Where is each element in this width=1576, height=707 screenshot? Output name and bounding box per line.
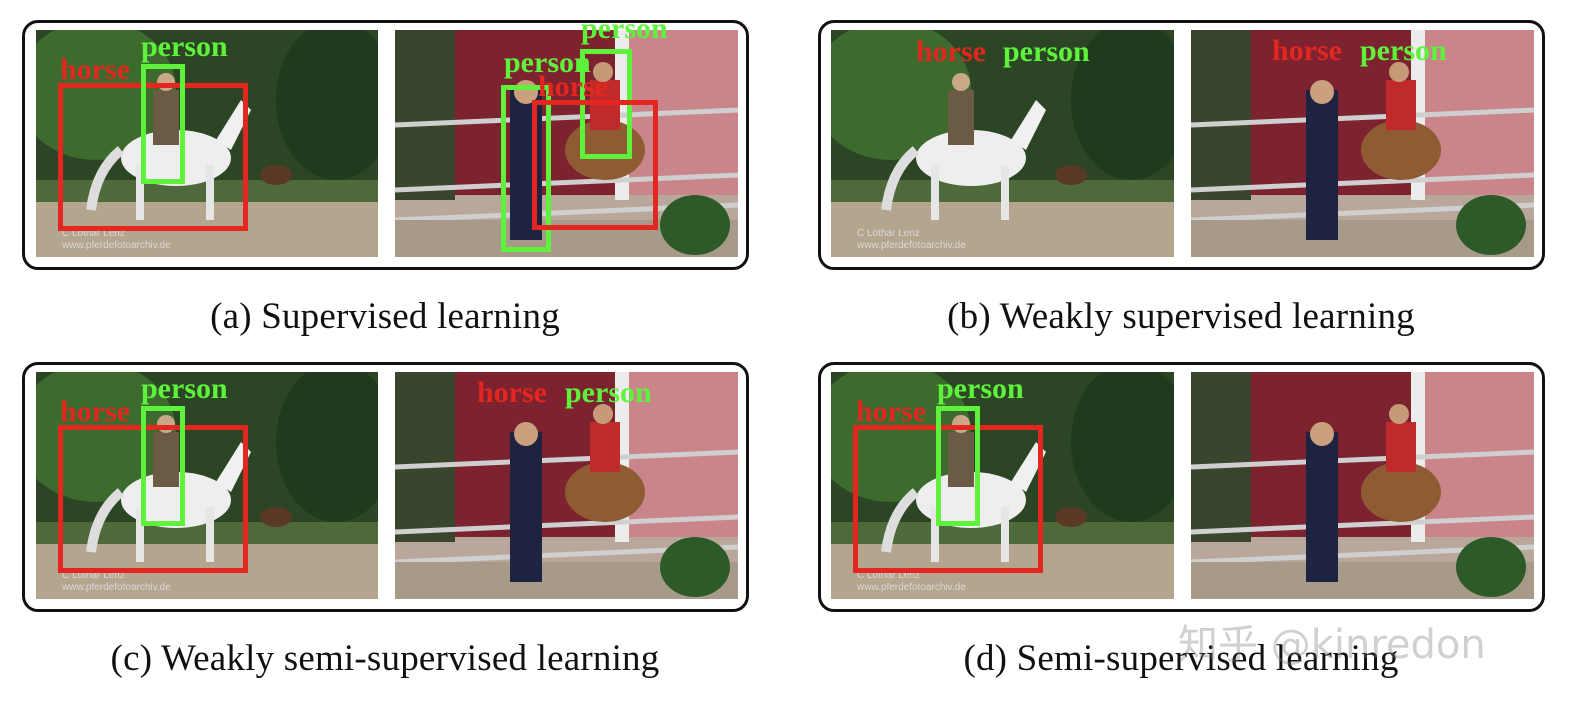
rider-horse-scene <box>831 30 1174 257</box>
horse-label: horse <box>1272 34 1342 67</box>
horse-label: horse <box>538 70 608 103</box>
horse-label: horse <box>477 376 547 409</box>
pony-barn-scene <box>395 30 738 257</box>
horse-label: horse <box>916 35 986 68</box>
rider-horse-scene <box>36 372 378 599</box>
person-label: person <box>581 12 668 45</box>
horse-bbox <box>532 100 658 230</box>
horse-bbox <box>58 83 248 231</box>
pony-barn-scene <box>1191 372 1534 599</box>
caption-d: (d) Semi-supervised learning <box>963 638 1399 679</box>
person-bbox <box>141 64 185 184</box>
person-label: person <box>141 30 228 63</box>
horse-label: horse <box>60 53 130 86</box>
person-label: person <box>1003 35 1090 68</box>
horse-bbox <box>853 425 1043 573</box>
person-bbox <box>141 406 185 526</box>
person-bbox <box>936 406 980 526</box>
pony-barn-scene <box>395 372 738 599</box>
person-bbox <box>501 85 551 252</box>
panel-a-right-photo <box>395 30 738 257</box>
horse-label: horse <box>60 395 130 428</box>
horse-bbox <box>58 425 248 573</box>
panel-b-right-photo <box>1191 30 1534 257</box>
person-label: person <box>565 376 652 409</box>
horse-label: horse <box>856 395 926 428</box>
watermark: 知乎 @kinredon <box>1178 622 1486 668</box>
caption-b: (b) Weakly supervised learning <box>947 296 1415 337</box>
caption-a: (a) Supervised learning <box>210 296 560 337</box>
caption-c: (c) Weakly semi-supervised learning <box>110 638 660 679</box>
person-label: person <box>1360 34 1447 67</box>
person-label: person <box>504 46 591 79</box>
rider-horse-scene <box>831 372 1174 599</box>
panel-d-right-photo <box>1191 372 1534 599</box>
person-label: person <box>937 372 1024 405</box>
rider-horse-scene <box>36 30 378 257</box>
panel-c-right-photo <box>395 372 738 599</box>
person-label: person <box>141 372 228 405</box>
pony-barn-scene <box>1191 30 1534 257</box>
